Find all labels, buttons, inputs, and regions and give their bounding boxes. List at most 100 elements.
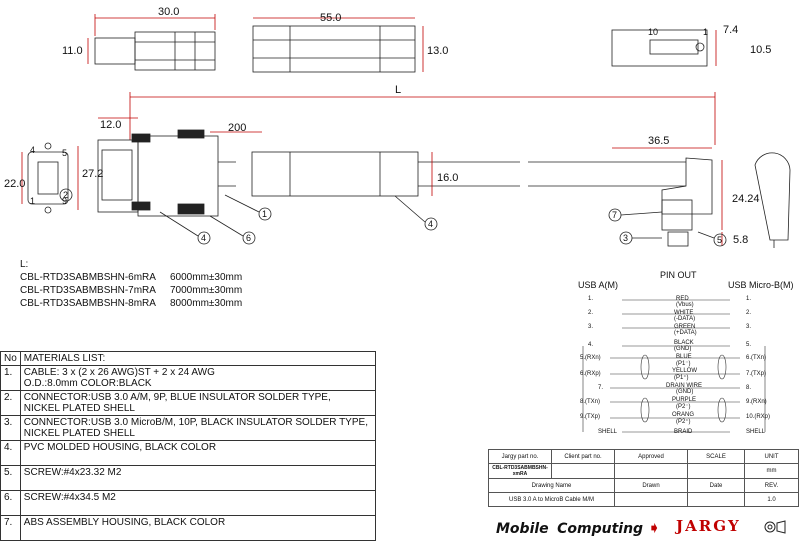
wire-signal: (GND): [674, 346, 692, 352]
pin-label: 10: [648, 27, 659, 37]
wire-signal: (P2⁺): [676, 419, 691, 425]
materials-row: 3. CONNECTOR:USB 3.0 MicroB/M, 10P, BLAC…: [0, 415, 377, 441]
usb-a-plug-top: [94, 37, 136, 65]
item-no: 5.: [0, 465, 21, 491]
materials-no-header: No: [0, 351, 21, 366]
wire-signal: (P1⁺): [674, 375, 689, 381]
unit-label: UNIT: [744, 449, 799, 464]
pin-right: 7.(TXp): [746, 371, 767, 377]
item-text: NICKEL PLATED SHELL: [23, 403, 135, 414]
unit-value: mm: [744, 463, 799, 479]
wire-color: YELLOW: [672, 368, 698, 374]
dim-24-24: 24.24: [732, 193, 760, 205]
pin-right: 6.(TXn): [746, 355, 767, 361]
pin-left: 4.: [588, 342, 594, 348]
item-text: ABS ASSEMBLY HOUSING, BLACK COLOR: [23, 517, 226, 528]
item-no: 1.: [0, 365, 21, 391]
item-text: CONNECTOR:USB 3.0 MicroB/M, 10P, BLACK I…: [23, 417, 368, 428]
pin-right: 1.: [746, 296, 752, 302]
usb-a-face: [27, 151, 69, 205]
dim-27-2: 27.2: [82, 168, 104, 180]
wire-signal: (GND): [676, 389, 694, 395]
pin-left: 8.(TXn): [580, 399, 601, 405]
pin-left: 7.: [598, 385, 604, 391]
pin-right: 2.: [746, 310, 752, 316]
pinout-table: 1. RED (Vbus) 1. 2. WHITE (-DATA) 2. 3. …: [580, 296, 788, 446]
pinout-left-label: USB A(M): [578, 280, 619, 290]
pin-right: 8.: [746, 385, 752, 391]
callout-4b: 4: [428, 219, 434, 229]
molded-housing-top: [252, 25, 416, 73]
materials-row: 1. CABLE: 3 x (2 x 26 AWG)ST + 2 x 24 AW…: [0, 365, 377, 391]
materials-table: No MATERIALS LIST: 1. CABLE: 3 x (2 x 26…: [0, 351, 377, 541]
wire-color: WHITE: [674, 310, 694, 316]
pin-label: 5: [62, 148, 68, 158]
dim-16: 16.0: [437, 172, 459, 184]
rev-label: REV.: [744, 478, 799, 493]
pin-left: 6.(RXp): [580, 371, 601, 377]
dim-36-5: 36.5: [648, 135, 670, 147]
part-number: CBL-RTD3SABMBSHN-6mRA: [20, 272, 156, 283]
callout-5: 5: [717, 235, 723, 245]
materials-row: 7. ABS ASSEMBLY HOUSING, BLACK COLOR: [0, 515, 377, 541]
pin-right: 5.: [746, 342, 752, 348]
materials-row: 2. CONNECTOR:USB 3.0 A/M, 9P, BLUE INSUL…: [0, 390, 377, 416]
pin-label: 9: [62, 196, 68, 206]
drawing-name: USB 3.0 A to MicroB Cable M/M: [488, 492, 615, 507]
pin-label: 1: [30, 196, 36, 206]
dim-55: 55.0: [320, 12, 342, 24]
item-text: SCREW:#4x34.5 M2: [23, 492, 116, 503]
dim-22: 22.0: [4, 178, 26, 190]
item-text: PVC MOLDED HOUSING, BLACK COLOR: [23, 442, 217, 453]
wire-color: DRAIN WIRE: [666, 383, 702, 389]
item-text: NICKEL PLATED SHELL: [23, 428, 135, 439]
item-text: SCREW:#4x23.32 M2: [23, 467, 122, 478]
molded-housing-side: [251, 151, 419, 197]
wire-signal: (-DATA): [674, 316, 696, 322]
pin-right: SHELL: [746, 429, 766, 435]
pin-left: 2.: [588, 310, 594, 316]
pin-left: 9.(TXp): [580, 414, 601, 420]
pin-label: 1: [703, 27, 709, 37]
mobile-computing-logo: Mobile Computing ➧: [496, 518, 661, 538]
length-value: 8000mm±30mm: [170, 298, 243, 309]
wire-color: GREEN: [674, 324, 696, 330]
wire-color: RED: [676, 296, 689, 302]
item-no: 6.: [0, 490, 21, 516]
wire-color: BLUE: [676, 354, 692, 360]
item-text: CABLE: 3 x (2 x 26 AWG)ST + 2 x 24 AWG: [23, 367, 215, 378]
logo-mobile: Mobile: [496, 521, 549, 537]
date-label: Date: [687, 478, 745, 493]
part-number: CBL-RTD3SABMBSHN-8mRA: [20, 298, 156, 309]
item-no: 4.: [0, 440, 21, 466]
wire-signal: (Vbus): [676, 302, 694, 308]
dim-10-5: 10.5: [750, 44, 772, 56]
item-text: O.D.:8.0mm COLOR:BLACK: [23, 378, 152, 389]
micro-b-profile: [754, 152, 791, 241]
part-no: CBL-RTD3SABMBSHN-xmRA: [488, 463, 552, 479]
pin-right: 3.: [746, 324, 752, 330]
pin-left: 3.: [588, 324, 594, 330]
approved-label: Approved: [614, 449, 688, 464]
runner-icon: ➧: [647, 520, 661, 537]
wire-color: BLACK: [674, 340, 694, 346]
dim-200: 200: [228, 122, 247, 134]
pin-left: 5.(RXn): [580, 355, 601, 361]
dim-11: 11.0: [62, 45, 83, 57]
callout-6: 6: [246, 233, 252, 243]
jargy-pn-label: Jargy part no.: [488, 449, 552, 464]
dim-7-4: 7.4: [723, 24, 739, 36]
materials-row: 6. SCREW:#4x34.5 M2: [0, 490, 377, 516]
pinout-title: PIN OUT: [660, 270, 697, 280]
wire-signal: (P2⁻): [676, 404, 691, 410]
dim-L: L: [395, 84, 402, 96]
callout-1: 1: [262, 209, 268, 219]
length-header: L:: [20, 259, 29, 270]
part-number: CBL-RTD3SABMBSHN-7mRA: [20, 285, 156, 296]
jargy-logo: JARGY: [676, 517, 741, 535]
dim-5-8: 5.8: [733, 234, 749, 246]
client-pn-label: Client part no.: [551, 449, 615, 464]
wire-color: BRAID: [674, 429, 693, 435]
length-value: 6000mm±30mm: [170, 272, 243, 283]
